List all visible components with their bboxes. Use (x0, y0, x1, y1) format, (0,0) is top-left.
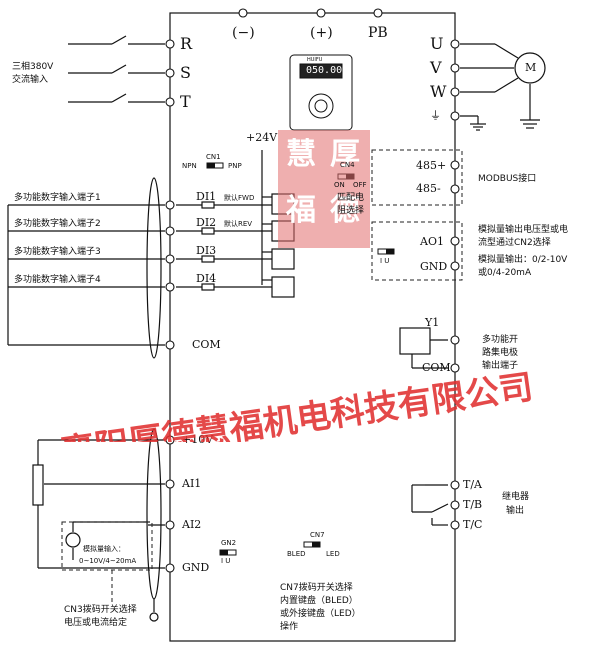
power-input-label: 交流输入 (12, 75, 49, 85)
ao-gnd-terminal: GND (420, 260, 448, 273)
di4-external-label: 多功能数字输入端子4 (14, 275, 101, 285)
di1-terminal: DI1 (196, 190, 217, 203)
ground-icon: ⏚ (430, 109, 441, 122)
com-terminal: COM (192, 338, 221, 351)
terminal-v: V (430, 58, 442, 77)
cn4-desc: 匹配电 (337, 193, 365, 203)
y1-desc: 路集电极 (482, 348, 519, 358)
cn3-note: 电压或电流给定 (64, 618, 128, 628)
terminal-u: U (430, 34, 444, 53)
plus10v-terminal: +10V (182, 433, 214, 446)
cn1-pnp: PNP (228, 162, 242, 170)
ao1-terminal: AO1 (420, 235, 444, 248)
seal-char: 福 (286, 193, 316, 228)
gn2-label: GN2 (221, 539, 237, 547)
cn3-note: CN3拨码开关选择 (64, 605, 137, 615)
company-seal: 慧 厚 福 德 (278, 130, 370, 248)
cn7-note: 或外接键盘（LED） (280, 609, 361, 619)
di1-default: 默认FWD (224, 194, 255, 202)
cn7-led: LED (326, 550, 340, 558)
di3-external-label: 多功能数字输入端子3 (14, 247, 101, 257)
supply-24v: +24V (246, 131, 278, 144)
seal-char: 德 (330, 193, 360, 228)
rs485-plus: 485+ (416, 159, 447, 172)
di2-default: 默认REV (224, 220, 253, 228)
power-input-label: 三相380V (12, 62, 54, 72)
ao-desc: 或0/4-20mA (478, 268, 532, 278)
terminal-r: R (180, 34, 193, 53)
ao-desc: 模拟量输出：0/2-10V (478, 255, 568, 265)
cn7-label: CN7 (310, 531, 325, 539)
di3-terminal: DI3 (196, 244, 217, 257)
relay-tc: T/C (463, 518, 483, 531)
ai-source-label: 0~10V/4~20mA (79, 557, 137, 565)
y1-desc: 多功能开 (482, 335, 519, 345)
bus-negative: (−) (232, 25, 255, 41)
bus-positive: (+) (310, 25, 333, 41)
seal-char: 厚 (330, 137, 360, 172)
ai1-terminal: AI1 (182, 477, 202, 490)
terminal-s: S (180, 63, 191, 82)
cn4-off: OFF (353, 181, 367, 189)
seal-char: 慧 (286, 137, 316, 172)
cn2-iu-label: I U (380, 257, 390, 265)
cn7-note: 内置键盘（BLED） (280, 596, 358, 606)
ao-desc: 模拟量输出电压型或电 (478, 225, 569, 235)
terminal-w: W (430, 82, 447, 101)
di1-external-label: 多功能数字输入端子1 (14, 193, 101, 203)
y1-com-terminal: COM (422, 361, 451, 374)
brake-terminal: PB (368, 25, 388, 41)
di4-terminal: DI4 (196, 272, 217, 285)
relay-tb: T/B (463, 498, 483, 511)
y1-terminal: Y1 (425, 316, 440, 329)
y1-desc: 输出端子 (482, 361, 519, 371)
ai-gnd-terminal: GND (182, 561, 210, 574)
ao-desc: 流型通过CN2选择 (478, 238, 551, 248)
cn7-note: 操作 (280, 622, 299, 632)
di2-external-label: 多功能数字输入端子2 (14, 219, 101, 229)
motor-label: M (525, 61, 537, 74)
keypad-display: 050.00 (306, 65, 343, 76)
cn7-bled: BLED (287, 550, 306, 558)
cn1-npn: NPN (182, 162, 197, 170)
ai-source-label: 模拟量输入： (83, 545, 125, 553)
terminal-t: T (180, 92, 191, 111)
keypad-brand: HUIFU (307, 57, 323, 63)
relay-label: 继电器 (502, 492, 530, 502)
cn4-label: CN4 (340, 161, 355, 169)
cn4-on: ON (334, 181, 345, 189)
ai2-terminal: AI2 (182, 518, 202, 531)
gn2-iu-label: I U (221, 557, 231, 565)
modbus-label: MODBUS接口 (478, 174, 537, 184)
relay-label: 输出 (506, 506, 525, 516)
di2-terminal: DI2 (196, 216, 217, 229)
cn4-desc: 阻选择 (337, 206, 365, 216)
cn1-label: CN1 (206, 153, 221, 161)
rs485-minus: 485- (416, 182, 441, 195)
relay-ta: T/A (463, 478, 482, 491)
cn7-note: CN7拨码开关选择 (280, 583, 353, 593)
